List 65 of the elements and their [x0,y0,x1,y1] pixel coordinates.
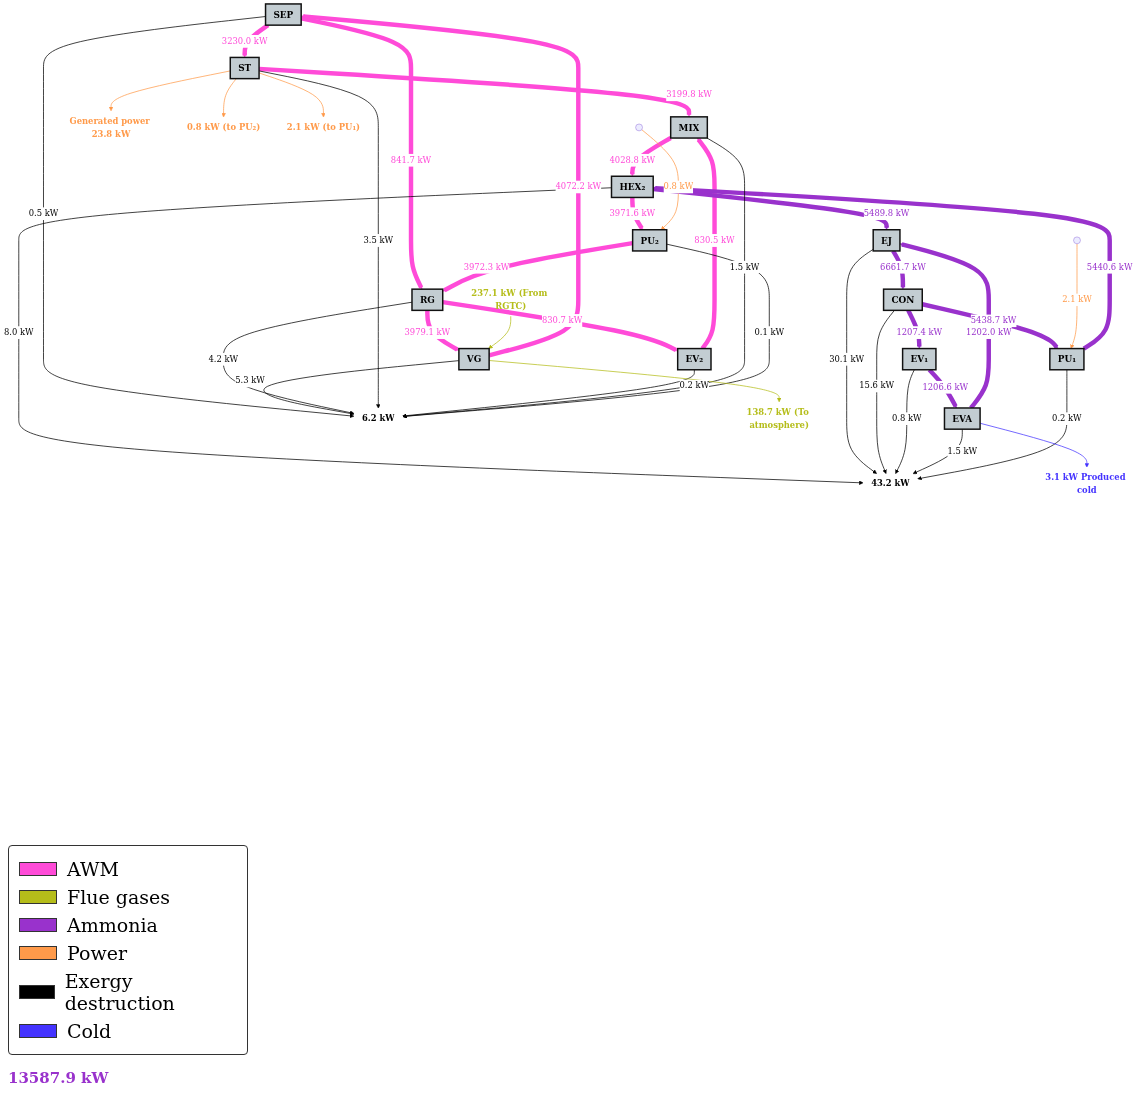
edge-label: 5438.7 kW [970,315,1017,326]
edge-label: 30.1 kW [829,353,865,364]
node-box [872,229,901,252]
arrow [442,240,633,293]
legend-label: Exergy destruction [64,970,176,1014]
edge-label: 3230.0 kW [221,35,268,46]
edge-label: 3972.3 kW [463,261,510,272]
edge-label: 5.3 kW [235,375,265,386]
node-box [676,347,712,371]
edge-label: 0.5 kW [28,208,59,219]
node-box [901,347,937,371]
edge-label: 0.8 kW [663,181,694,192]
node-box [669,116,709,139]
edge-label: 1202.0 kW [965,327,1012,337]
node-box [882,288,923,312]
edge-label: 6661.7 kW [880,261,926,272]
node-text: 3.1 kW Produced cold [1045,472,1126,495]
node-box [943,407,981,430]
edge-label: 15.6 kW [859,380,895,391]
edge-label: 0.8 kW [891,413,922,424]
flow-diagram: 3230.0 kW 3199.8 kW 841.7 kW 4028.8 kW 4072.2 kW 0.8 kW 0.5 kW 3971.6 kW 5489.8 kW 3.5 kW 830.5 kW 3972.3 kW 1.5 kW 6661.7 kW 5440.6 kW 2.1 kW 830.7 kW 5438.7 kW 8.0 kW 3979.1 kW 0.1 kW 1207.4 kW 1202.0 kW 4.2 kW 30.1 kW 5.3 kW 0.2 kW 15.6 kW 1206.6 kW 0.8 kW 0.2 kW 1.5 kW SEP ST Generated power 23.8 kW 0.8 kW (to PU₂) 2.1 kW (to PU₁) MIX HEX₂ PU₂ EJ RG 237.1 kW (From RGTC) CON VG EV₂ EV₁ PU₁ 138.7 kW (To atmosphere) 6.2 kW EVA 3.1 kW Produced cold 43.2 kW [0,0,1148,505]
node-text: 43.2 kW [871,478,910,489]
node-text: 237.1 kW (From RGTC) [471,288,548,311]
edge-label: 4072.2 kW [555,181,602,192]
edge-label: 1.5 kW [947,445,978,456]
arrow [301,14,581,358]
edge-label: 1.5 kW [729,261,760,272]
node-box [458,347,490,371]
edge-label: 2.1 kW [1062,294,1092,305]
edge-label: 8.0 kW [3,327,34,337]
edge-label: 4.2 kW [208,353,239,364]
legend-label: Cold [67,1020,112,1042]
edge-label: 841.7 kW [390,154,432,165]
edge-label: 3971.6 kW [609,208,656,219]
node-text: 0.8 kW (to PU₂) [186,122,261,133]
edge-label: 3199.8 kW [666,89,712,100]
node-text: Generated power 23.8 kW [69,115,150,139]
edge-label: 0.2 kW [1052,413,1082,424]
node-box [264,3,302,26]
node-text: 138.7 kW (To atmosphere) [746,406,809,430]
edge-label: 5440.6 kW [1086,261,1133,272]
edge-label: 5489.8 kW [863,208,910,219]
edge-label: 3.5 kW [363,235,394,245]
flow-value-label: 13587.9 kW [8,1069,110,1087]
edge-label: 4028.8 kW [609,154,656,165]
legend-label: AWM [67,858,119,880]
node-box [1049,347,1085,371]
node-text: 6.2 kW [361,413,395,424]
node-box [411,288,444,312]
edge-label: 0.2 kW [679,380,710,391]
node-box [229,56,260,80]
edge-label: 0.1 kW [754,327,785,337]
node-box [631,229,668,252]
legend-label: Power [67,942,128,964]
edge-label: 830.5 kW [694,235,735,245]
legend-label: Flue gases [67,886,170,908]
node-text: 2.1 kW (to PU₁) [286,122,361,133]
edge-label: 830.7 kW [541,315,583,325]
arrow [696,137,717,350]
node-box [610,175,654,199]
edge-label: 1206.6 kW [922,381,969,392]
legend-label: Ammonia [67,914,158,936]
edge-label: 3979.1 kW [404,327,451,337]
edge-label: 1207.4 kW [896,327,943,337]
arrow [630,136,672,177]
